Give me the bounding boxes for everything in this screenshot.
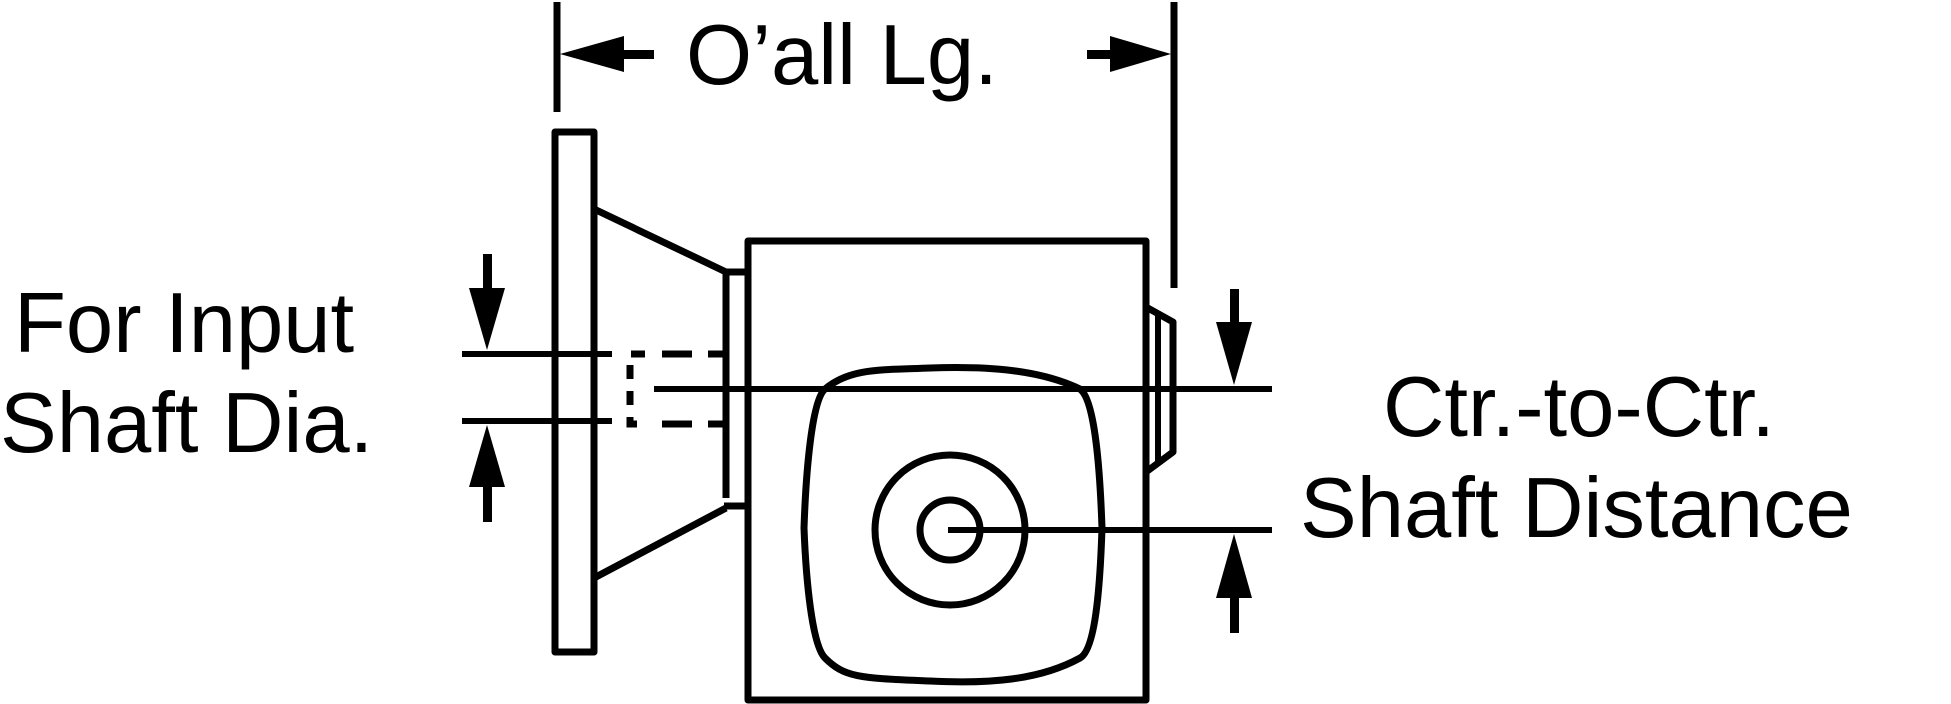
input-shaft-upper-arrowhead — [469, 288, 505, 350]
overall-length-left-arrowhead — [560, 36, 624, 72]
input-shaft-upper-arrow-tail — [483, 254, 492, 292]
input-shaft-label-line1: For Input — [14, 276, 354, 371]
center-distance-dimension: Ctr.-to-Ctr. Shaft Distance — [1216, 289, 1853, 633]
input-shaft-label-line2: Shaft Dia. — [0, 376, 373, 471]
center-distance-label-line2: Shaft Distance — [1300, 461, 1853, 556]
center-distance-upper-arrowhead — [1216, 322, 1252, 385]
output-shaft — [871, 451, 1272, 609]
coupling — [626, 268, 748, 510]
input-shaft-lower-arrowhead — [469, 425, 505, 487]
input-flange — [551, 128, 728, 656]
input-flange-upper-taper — [592, 205, 728, 276]
overall-length-left-arrow-tail — [620, 50, 654, 59]
center-distance-lower-arrow-tail — [1230, 595, 1239, 633]
center-distance-lower-arrowhead — [1216, 534, 1252, 598]
input-shaft-dimension: For Input Shaft Dia. — [0, 254, 612, 522]
gear-case-outline — [800, 364, 1106, 686]
coupling-hidden-outline — [626, 350, 645, 428]
overall-length-right-arrowhead — [1110, 36, 1171, 72]
center-distance-label-line1: Ctr.-to-Ctr. — [1383, 360, 1775, 455]
overall-length-right-arrow-tail — [1087, 50, 1114, 59]
input-flange-plate — [551, 128, 598, 656]
input-flange-lower-taper — [592, 504, 728, 582]
input-shaft-lower-arrow-tail — [483, 484, 492, 522]
overall-length-dimension: O’all Lg. — [553, 2, 1178, 288]
center-distance-upper-arrow-tail — [1230, 289, 1239, 327]
overall-length-label: O’all Lg. — [686, 8, 998, 103]
